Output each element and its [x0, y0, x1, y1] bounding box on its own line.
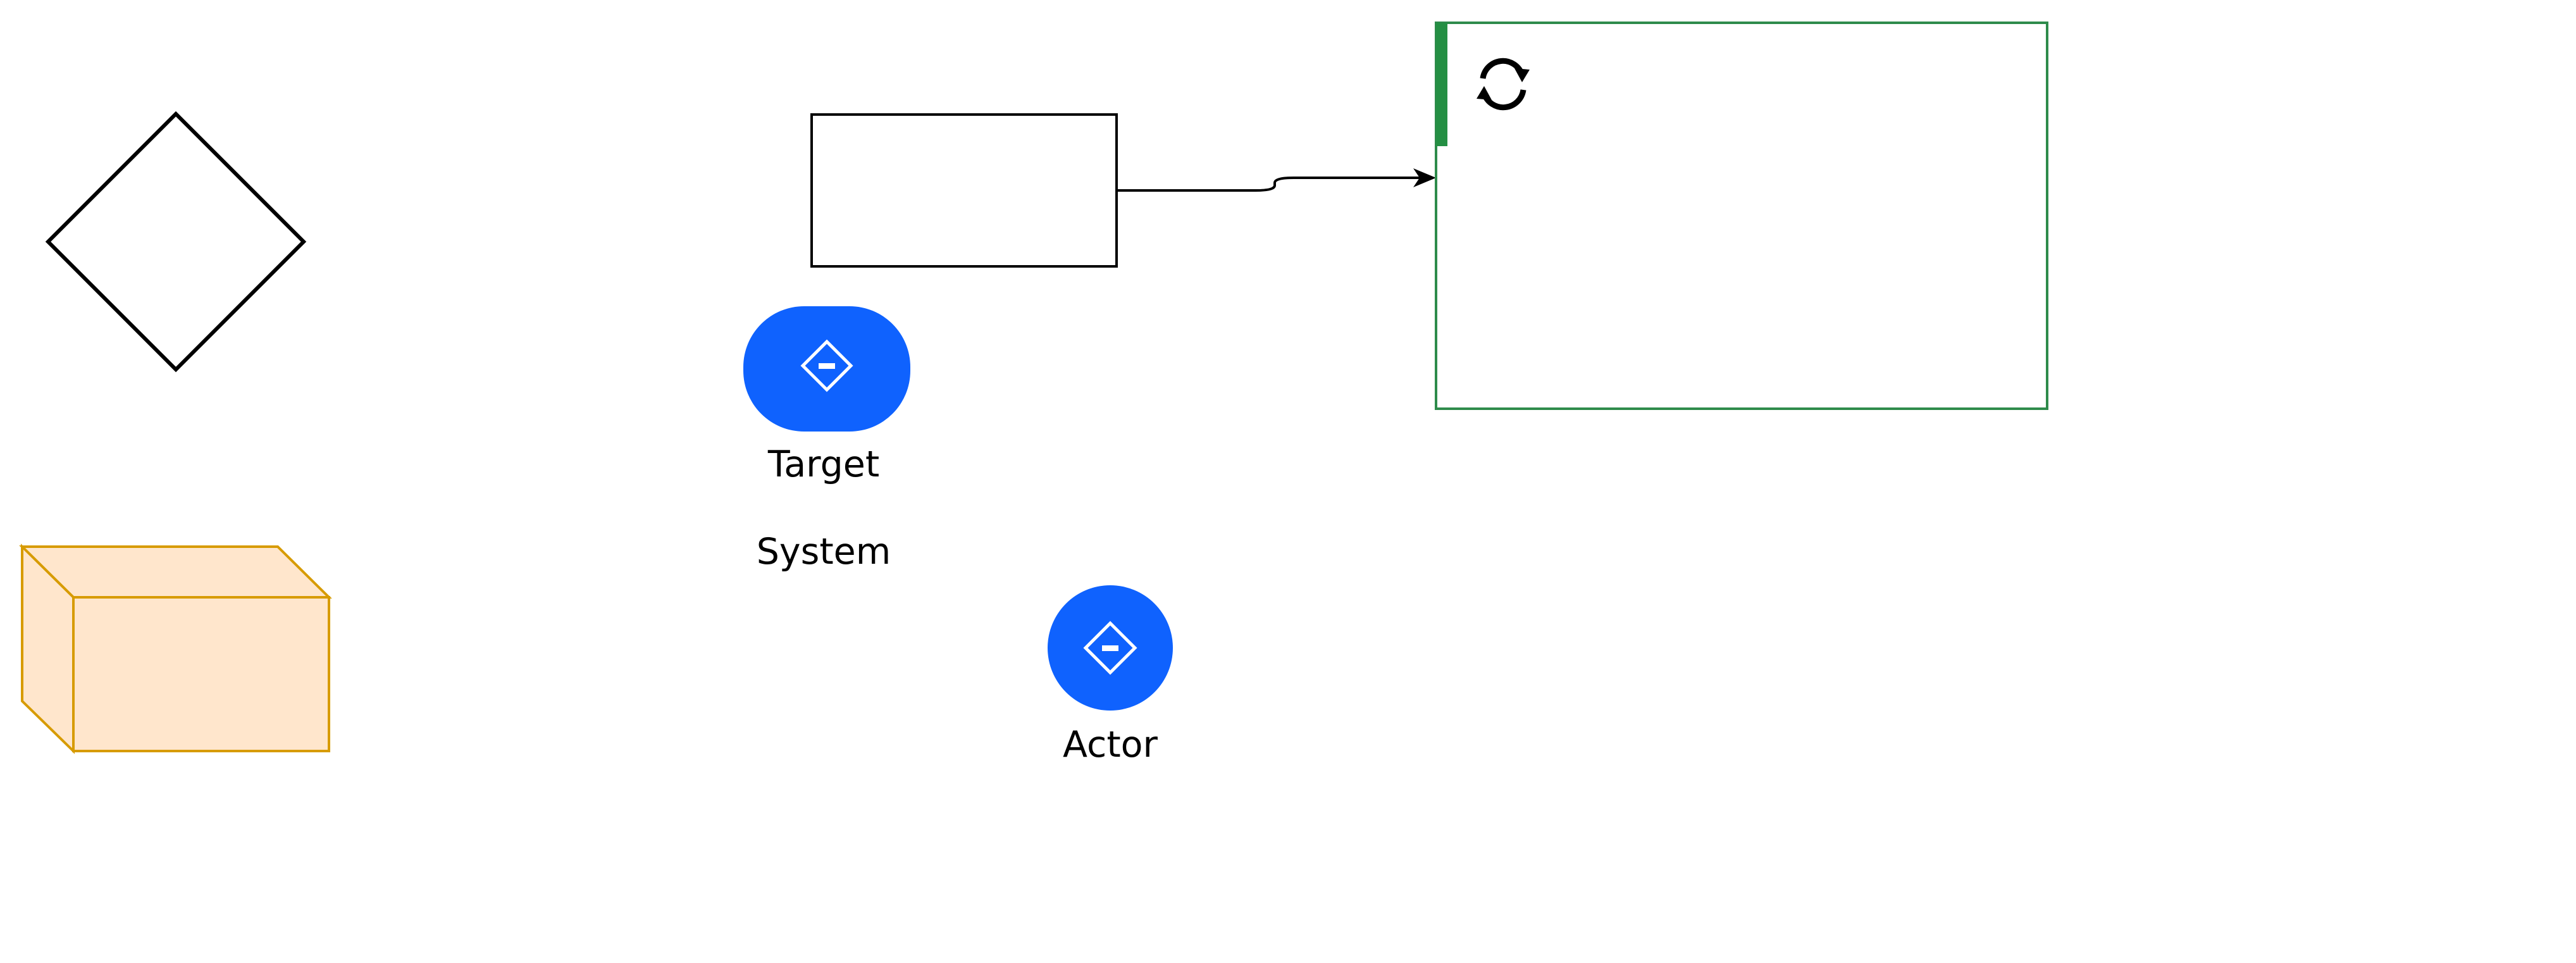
container-box[interactable]	[1435, 22, 2048, 410]
process-rectangle[interactable]	[810, 113, 1118, 268]
actor-label: Actor	[1063, 724, 1158, 766]
diamond-minus-icon	[800, 339, 853, 392]
decision-diamond[interactable]	[45, 111, 307, 373]
target-system-label-line2: System	[757, 531, 891, 573]
target-system-node[interactable]: Target System	[743, 306, 910, 573]
connector-arrow[interactable]	[1117, 168, 1436, 192]
diamond-minus-icon	[1083, 621, 1137, 675]
sync-icon	[1477, 58, 1530, 111]
cube-box[interactable]	[19, 544, 332, 754]
container-frame[interactable]	[1435, 22, 2048, 410]
container-accent-bar	[1436, 23, 1447, 146]
actor-node[interactable]: Actor	[1048, 585, 1173, 766]
arrowhead-icon	[1413, 168, 1436, 187]
target-system-label-line1: Target	[767, 444, 879, 485]
